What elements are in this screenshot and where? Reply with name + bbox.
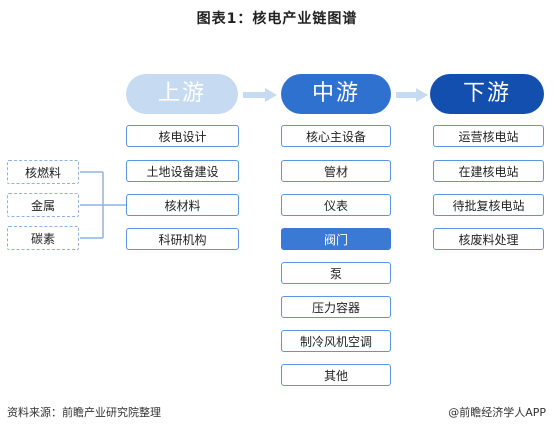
upstream-item: 土地设备建设 bbox=[126, 160, 239, 182]
midstream-item: 核心主设备 bbox=[281, 125, 391, 147]
raw-material-item: 核燃料 bbox=[7, 160, 79, 184]
arrow-right-icon bbox=[396, 88, 428, 102]
raw-material-item: 金属 bbox=[7, 193, 79, 217]
downstream-item: 在建核电站 bbox=[433, 160, 544, 182]
upstream-item: 科研机构 bbox=[126, 228, 239, 250]
midstream-item: 泵 bbox=[281, 262, 391, 284]
stage-midstream: 中游 bbox=[281, 74, 391, 114]
midstream-item: 其他 bbox=[281, 364, 391, 386]
upstream-item: 核电设计 bbox=[126, 125, 239, 147]
source-note: 资料来源：前瞻产业研究院整理 bbox=[7, 406, 161, 419]
midstream-item: 制冷风机空调 bbox=[281, 330, 391, 352]
chart-title: 图表1：核电产业链图谱 bbox=[196, 11, 358, 27]
arrow-right-icon bbox=[243, 88, 277, 102]
raw-material-item: 碳素 bbox=[7, 226, 79, 250]
midstream-item: 压力容器 bbox=[281, 296, 391, 318]
midstream-item: 仪表 bbox=[281, 194, 391, 216]
stage-upstream: 上游 bbox=[126, 74, 238, 114]
downstream-item: 核废料处理 bbox=[433, 228, 544, 250]
credit-note: @前瞻经济学人APP bbox=[448, 406, 546, 419]
midstream-item: 管材 bbox=[281, 160, 391, 182]
upstream-item: 核材料 bbox=[126, 194, 239, 216]
downstream-item: 运营核电站 bbox=[433, 125, 544, 147]
midstream-item-highlighted: 阀门 bbox=[281, 228, 391, 250]
downstream-item: 待批复核电站 bbox=[433, 194, 544, 216]
stage-downstream: 下游 bbox=[430, 74, 544, 114]
